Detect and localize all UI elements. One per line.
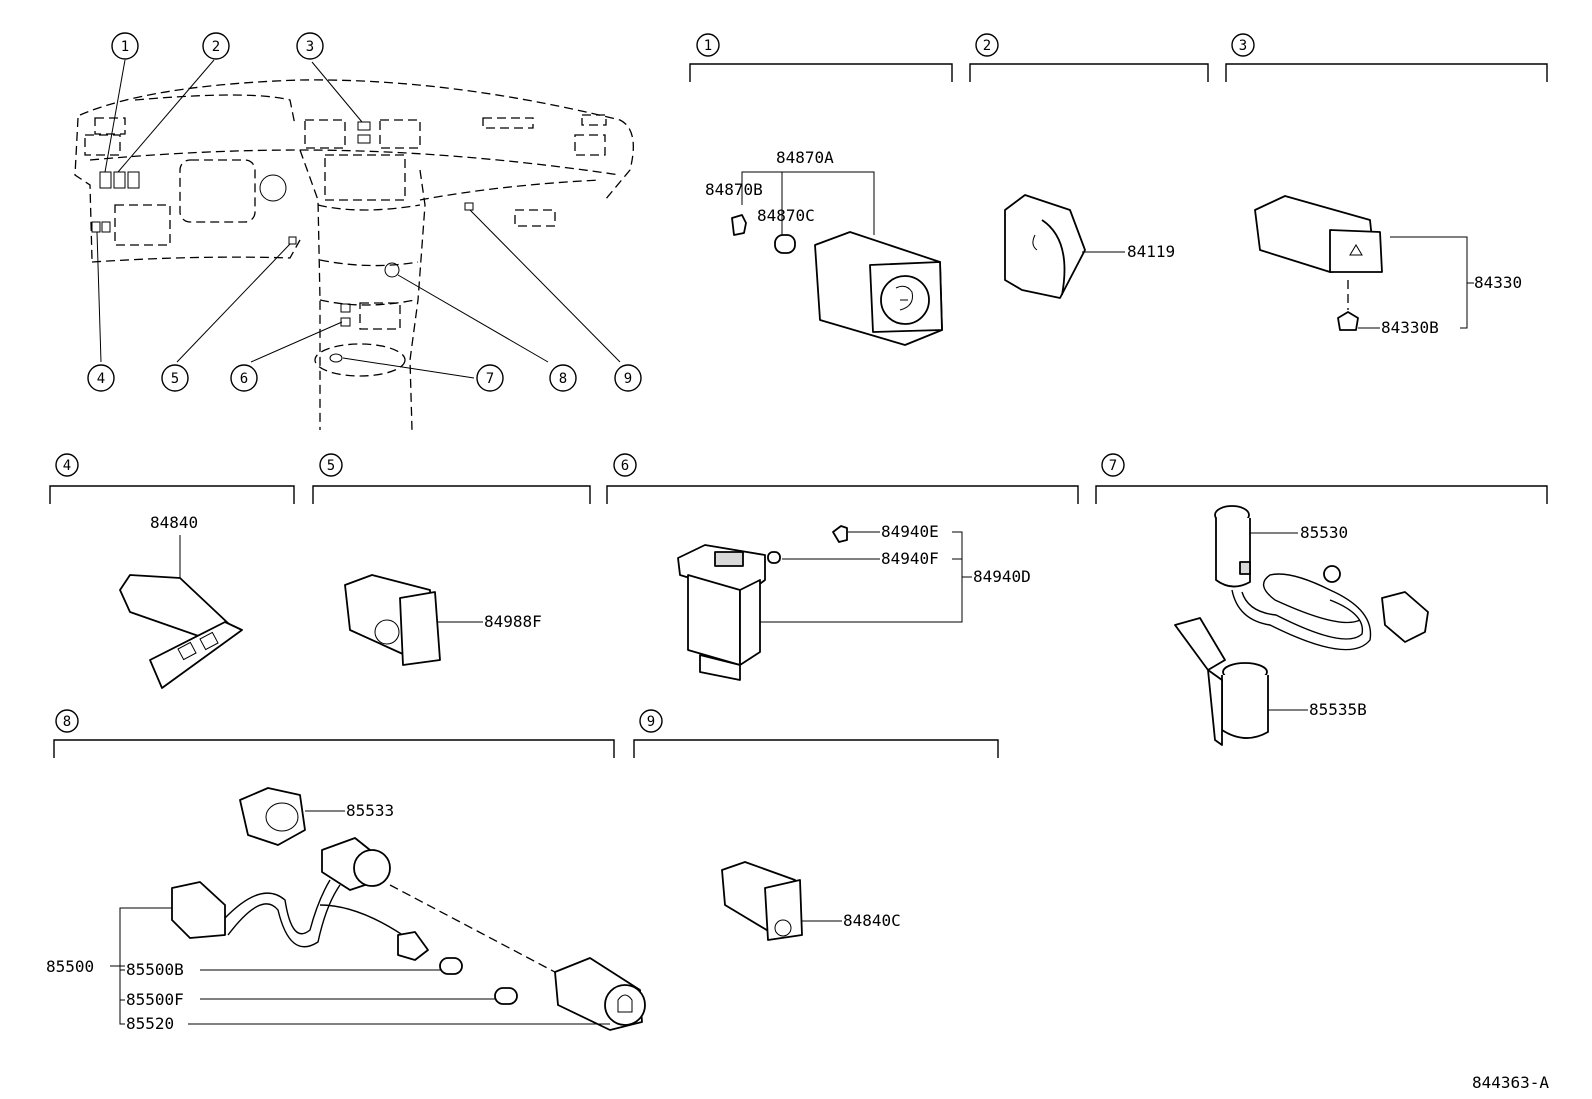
svg-text:4: 4 [63,458,71,474]
svg-text:3: 3 [1239,38,1247,54]
svg-text:9: 9 [647,714,655,730]
callout-4: 4 [87,364,115,392]
part-85520: 85520 [126,1014,174,1033]
svg-text:8: 8 [559,371,567,387]
svg-text:7: 7 [486,371,494,387]
svg-text:8: 8 [63,714,71,730]
section-9: 9 84840C [633,709,999,941]
part-84940D: 84940D [973,567,1031,586]
section-6: 6 84940E 84940F 84940D [606,453,1079,681]
part-84988F: 84988F [484,612,542,631]
svg-text:6: 6 [240,371,248,387]
part-84870B: 84870B [705,180,763,199]
part-84330: 84330 [1474,273,1522,292]
part-84870C: 84870C [757,206,815,225]
diagram-id: 844363-A [1472,1073,1549,1092]
callout-3: 3 [296,32,324,60]
callout-1: 1 [111,32,139,60]
svg-text:1: 1 [704,38,712,54]
section-8: 8 85533 85500 85500B 85500F 85520 [46,709,646,1033]
svg-text:9: 9 [624,371,632,387]
part-84940E: 84940E [881,522,939,541]
section-7: 7 85530 85535B [1095,453,1548,746]
callout-2: 2 [202,32,230,60]
section-2: 2 84119 [969,33,1209,299]
svg-text:4: 4 [97,371,105,387]
part-84840C: 84840C [843,911,901,930]
part-85535B: 85535B [1309,700,1367,719]
svg-text:2: 2 [212,39,220,55]
svg-text:5: 5 [171,371,179,387]
part-85500F: 85500F [126,990,184,1009]
part-85530: 85530 [1300,523,1348,542]
part-84119: 84119 [1127,242,1175,261]
dashboard-overview [74,59,634,431]
callout-6: 6 [230,364,258,392]
svg-text:3: 3 [306,39,314,55]
section-3: 3 84330 84330B [1225,33,1548,337]
part-84330B: 84330B [1381,318,1439,337]
section-5: 5 84988F [312,453,591,666]
callout-9: 9 [614,364,642,392]
section-1: 1 84870A 84870B 84870C [689,33,953,346]
section-4: 4 84840 [49,453,295,689]
svg-text:6: 6 [621,458,629,474]
svg-text:7: 7 [1109,458,1117,474]
part-84870A: 84870A [776,148,834,167]
callout-8: 8 [549,364,577,392]
callout-7: 7 [476,364,504,392]
svg-text:1: 1 [121,39,129,55]
part-85533: 85533 [346,801,394,820]
part-85500B: 85500B [126,960,184,979]
part-84840: 84840 [150,513,198,532]
part-84940F: 84940F [881,549,939,568]
callout-5: 5 [161,364,189,392]
svg-text:2: 2 [983,38,991,54]
part-85500: 85500 [46,957,94,976]
svg-text:5: 5 [327,458,335,474]
